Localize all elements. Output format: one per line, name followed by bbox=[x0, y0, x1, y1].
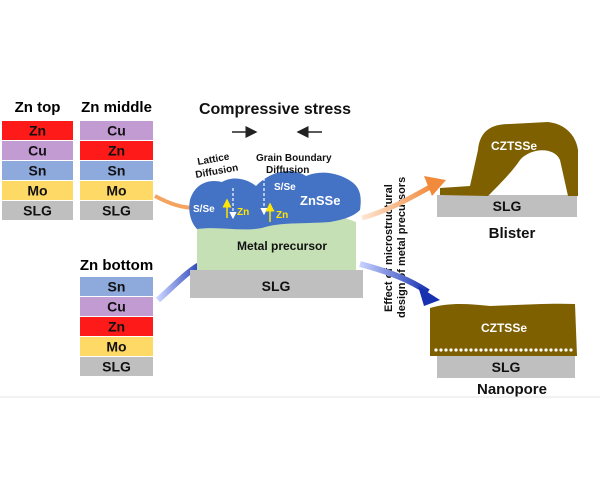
blister-czts-label: CZTSSe bbox=[491, 139, 537, 153]
pore-dot bbox=[449, 348, 453, 352]
layer-label: SLG bbox=[23, 202, 52, 218]
layer-mo bbox=[80, 181, 153, 200]
pore-dot bbox=[454, 348, 458, 352]
layer-zn bbox=[80, 317, 153, 336]
blister-caption: Blister bbox=[489, 225, 536, 242]
blister-slg-layer bbox=[437, 195, 577, 217]
pore-dot bbox=[514, 348, 518, 352]
pore-dot bbox=[489, 348, 493, 352]
center-slg-layer bbox=[190, 270, 363, 298]
center-slg-label: SLG bbox=[262, 278, 291, 294]
layer-label: Mo bbox=[27, 182, 47, 198]
pore-dot bbox=[434, 348, 438, 352]
zn-right-label: Zn bbox=[276, 210, 288, 221]
layer-label: Cu bbox=[28, 142, 47, 158]
pore-dot bbox=[444, 348, 448, 352]
pore-dot bbox=[439, 348, 443, 352]
layer-label: Sn bbox=[29, 162, 47, 178]
layer-label: Mo bbox=[106, 338, 126, 354]
nanopore-pores bbox=[434, 348, 573, 352]
compressive-stress-label: Compressive stress bbox=[199, 101, 351, 118]
layer-label: SLG bbox=[102, 202, 131, 218]
pore-dot bbox=[554, 348, 558, 352]
pore-dot bbox=[494, 348, 498, 352]
layer-cu bbox=[80, 297, 153, 316]
nanopore-slg-layer bbox=[437, 356, 575, 378]
pore-dot bbox=[464, 348, 468, 352]
arrow-to-blister-head bbox=[424, 176, 446, 196]
nanopore-czts-film bbox=[430, 303, 577, 356]
layer-mo bbox=[80, 337, 153, 356]
pore-dot bbox=[504, 348, 508, 352]
pore-dot bbox=[549, 348, 553, 352]
pore-dot bbox=[534, 348, 538, 352]
pore-dot bbox=[499, 348, 503, 352]
pore-dot bbox=[459, 348, 463, 352]
layer-zn bbox=[2, 121, 73, 140]
znsse-label: ZnSSe bbox=[300, 193, 340, 208]
layer-slg bbox=[2, 201, 73, 220]
layer-label: Cu bbox=[107, 298, 126, 314]
effect-label-line-1: Effect of microstructural bbox=[383, 184, 395, 312]
stack-title-zn-top: Zn top bbox=[15, 99, 61, 116]
layer-cu bbox=[2, 141, 73, 160]
layer-label: SLG bbox=[102, 358, 131, 374]
layer-sn bbox=[80, 277, 153, 296]
grain-boundary-label-2: Diffusion bbox=[266, 165, 309, 176]
layer-slg bbox=[80, 357, 153, 376]
pore-dot bbox=[524, 348, 528, 352]
nanopore-slg-label: SLG bbox=[492, 359, 521, 375]
layer-sn bbox=[2, 161, 73, 180]
pore-dot bbox=[509, 348, 513, 352]
pore-dot bbox=[539, 348, 543, 352]
arrow-to-nanopore bbox=[359, 261, 430, 295]
layer-label: Cu bbox=[107, 122, 126, 138]
metal-precursor-label: Metal precursor bbox=[237, 239, 327, 253]
pore-dot bbox=[519, 348, 523, 352]
zn-left-label: Zn bbox=[237, 207, 249, 218]
pore-dot bbox=[569, 348, 573, 352]
blister-czts-film bbox=[440, 122, 578, 196]
nanopore-czts-label: CZTSSe bbox=[481, 321, 527, 335]
stack-title-zn-bottom: Zn bottom bbox=[80, 257, 153, 274]
blister-slg-label: SLG bbox=[493, 198, 522, 214]
grain-boundary-label-1: Grain Boundary bbox=[256, 153, 332, 164]
layer-mo bbox=[2, 181, 73, 200]
sse-left-label: S/Se bbox=[193, 204, 215, 215]
pore-dot bbox=[474, 348, 478, 352]
pore-dot bbox=[529, 348, 533, 352]
arrow-to-blister bbox=[361, 183, 434, 221]
arrow-to-nanopore-head bbox=[418, 286, 440, 306]
layer-label: Mo bbox=[106, 182, 126, 198]
layer-label: Sn bbox=[108, 278, 126, 294]
layer-cu bbox=[80, 121, 153, 140]
layer-slg bbox=[80, 201, 153, 220]
pore-dot bbox=[484, 348, 488, 352]
pore-dot bbox=[544, 348, 548, 352]
sse-right-label: S/Se bbox=[274, 182, 296, 193]
stack-title-zn-middle: Zn middle bbox=[81, 99, 152, 116]
layer-label: Zn bbox=[108, 318, 125, 334]
pore-dot bbox=[479, 348, 483, 352]
layer-zn bbox=[80, 141, 153, 160]
metal-precursor-layer bbox=[197, 218, 356, 270]
layer-label: Zn bbox=[29, 122, 46, 138]
pore-dot bbox=[564, 348, 568, 352]
pore-dot bbox=[559, 348, 563, 352]
layer-label: Zn bbox=[108, 142, 125, 158]
layer-label: Sn bbox=[108, 162, 126, 178]
nanopore-caption: Nanopore bbox=[477, 381, 547, 398]
pore-dot bbox=[469, 348, 473, 352]
layer-sn bbox=[80, 161, 153, 180]
